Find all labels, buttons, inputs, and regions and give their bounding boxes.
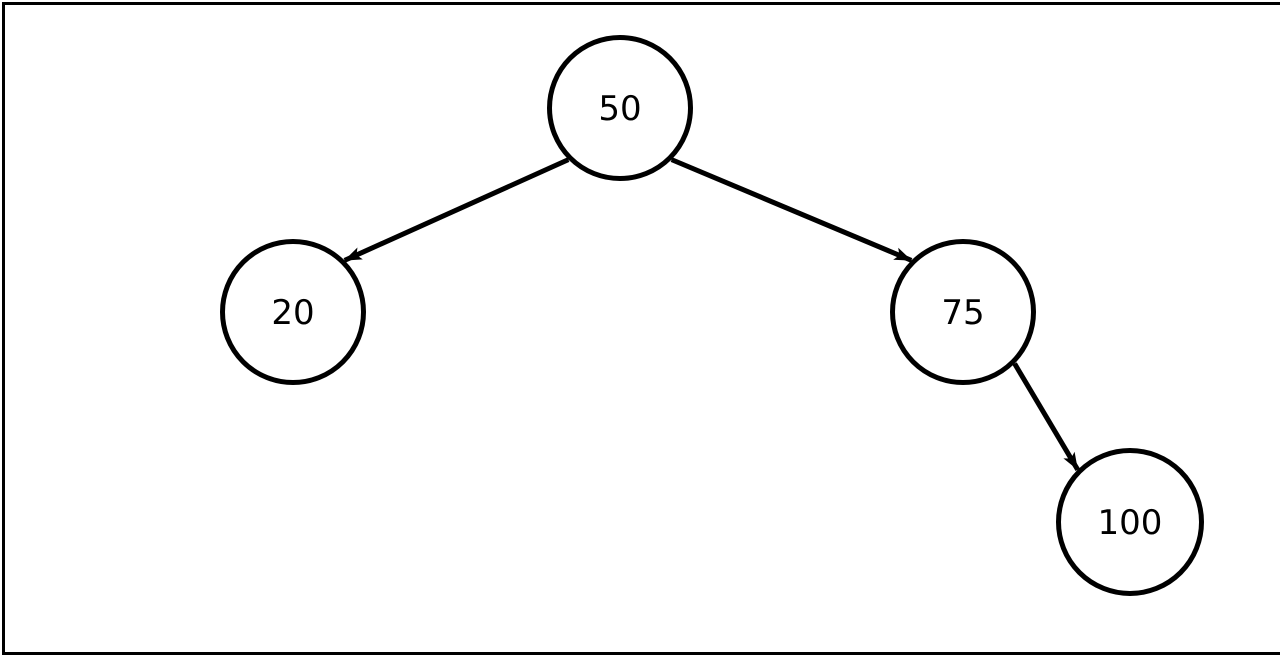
edge-arrow-node-50-node-75 [670, 157, 913, 263]
tree-node-20: 20 [220, 239, 366, 385]
tree-node-75: 75 [890, 239, 1036, 385]
edge-arrow-node-75-node-100 [1012, 362, 1080, 471]
node-label: 100 [1098, 503, 1163, 543]
node-circle [547, 35, 693, 181]
node-circle [220, 239, 366, 385]
node-label: 20 [271, 293, 314, 333]
node-circle [890, 239, 1036, 385]
tree-node-100: 100 [1056, 448, 1204, 596]
node-label: 50 [598, 89, 641, 129]
edges-layer [343, 157, 1080, 471]
nodes-layer: 50 20 75 100 [220, 35, 1204, 596]
edge-arrow-node-50-node-20 [343, 157, 570, 263]
node-circle [1056, 448, 1204, 596]
node-label: 75 [941, 293, 984, 333]
tree-node-50: 50 [547, 35, 693, 181]
